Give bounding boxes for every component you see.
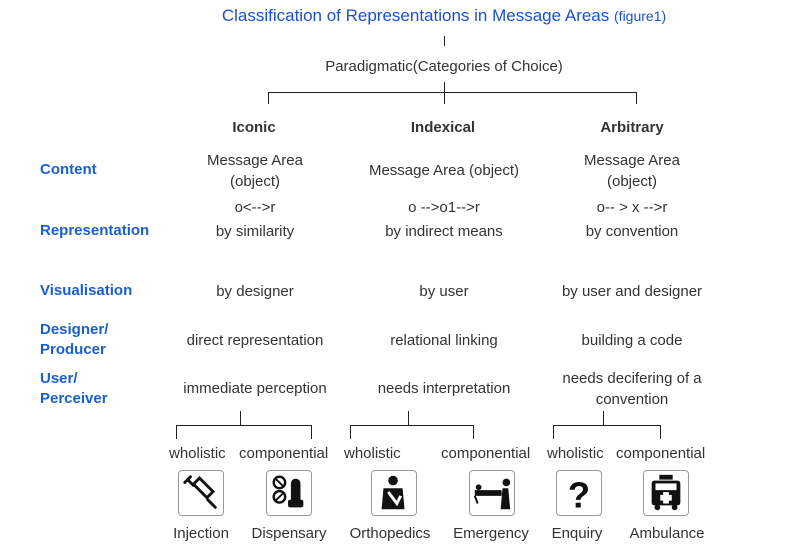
mode-arbitrary-componential: componential <box>616 445 706 462</box>
connector-indexical-drop <box>444 92 445 104</box>
cell-user-arbitrary: needs decifering of a convention <box>547 368 717 410</box>
bracket-indexical-left <box>350 425 351 439</box>
arm-sling-icon <box>371 470 417 516</box>
cell-formula-iconic: o<-->r <box>234 199 276 216</box>
row-label-user: User/ Perceiver <box>40 369 108 409</box>
cell-content-iconic-text: Message Area (object) <box>207 152 303 190</box>
syringe-icon <box>178 470 224 516</box>
mode-indexical-componential: componential <box>441 445 531 462</box>
svg-text:?: ? <box>568 474 590 515</box>
bracket-iconic-bar <box>176 425 312 426</box>
cell-user-indexical: needs interpretation <box>377 380 511 397</box>
question-mark-icon: ? <box>556 470 602 516</box>
icon-label-enquiry: Enquiry <box>551 525 603 542</box>
row-label-representation: Representation <box>40 222 150 239</box>
cell-representation-iconic: by similarity <box>215 223 295 240</box>
stretcher-icon <box>469 470 515 516</box>
cell-designer-iconic: direct representation <box>186 332 324 349</box>
title-text: Classification of Representations in Mes… <box>221 6 610 25</box>
connector-arbitrary-drop <box>636 92 637 104</box>
row-label-content: Content <box>40 161 97 178</box>
cell-content-arbitrary-text: Message Area (object) <box>584 152 680 190</box>
cell-content-iconic: Message Area (object) <box>185 150 325 192</box>
bracket-indexical-bar <box>350 425 474 426</box>
cell-designer-arbitrary: building a code <box>581 332 683 349</box>
bracket-arbitrary-stem <box>603 411 604 425</box>
row-label-visualisation: Visualisation <box>40 282 133 299</box>
cell-formula-indexical: o -->o1-->r <box>408 199 480 216</box>
cell-formula-arbitrary: o-- > x -->r <box>596 199 668 216</box>
connector-title <box>444 36 445 46</box>
connector-iconic-drop <box>268 92 269 104</box>
bracket-arbitrary-bar <box>553 425 661 426</box>
cell-content-arbitrary: Message Area (object) <box>562 150 702 192</box>
title-figure-ref: (figure1) <box>614 8 667 24</box>
bracket-indexical-stem <box>408 411 409 425</box>
mode-iconic-componential: componential <box>239 445 329 462</box>
cell-designer-indexical: relational linking <box>390 332 498 349</box>
cell-visualisation-iconic: by designer <box>216 283 294 300</box>
mode-arbitrary-wholistic: wholistic <box>547 445 604 462</box>
column-indexical: Indexical <box>410 119 476 136</box>
ambulance-icon <box>643 470 689 516</box>
row-label-designer-line2: Producer <box>40 341 106 358</box>
connector-para-bar <box>268 92 636 93</box>
icon-label-orthopedics: Orthopedics <box>349 525 431 542</box>
cell-content-indexical: Message Area (object) <box>368 162 520 179</box>
cell-representation-arbitrary: by convention <box>585 223 679 240</box>
icon-label-dispensary: Dispensary <box>251 525 327 542</box>
cell-user-iconic: immediate perception <box>183 380 327 397</box>
paradigmatic-heading: Paradigmatic(Categories of Choice) <box>325 58 563 75</box>
icon-label-ambulance: Ambulance <box>629 525 705 542</box>
row-label-user-line1: User/ <box>40 370 78 387</box>
cell-visualisation-indexical: by user <box>419 283 469 300</box>
connector-para-stem <box>444 82 445 92</box>
cell-representation-indexical: by indirect means <box>385 223 503 240</box>
bracket-iconic-stem <box>240 411 241 425</box>
bracket-indexical-right <box>473 425 474 439</box>
cell-user-arbitrary-text: needs decifering of a convention <box>562 370 702 408</box>
mode-indexical-wholistic: wholistic <box>344 445 401 462</box>
icon-label-injection: Injection <box>173 525 229 542</box>
mode-iconic-wholistic: wholistic <box>169 445 226 462</box>
cell-visualisation-arbitrary: by user and designer <box>561 283 703 300</box>
diagram-title: Classification of Representations in Mes… <box>0 6 800 26</box>
row-label-user-line2: Perceiver <box>40 390 108 407</box>
bracket-arbitrary-right <box>660 425 661 439</box>
icon-label-emergency: Emergency <box>453 525 529 542</box>
column-arbitrary: Arbitrary <box>600 119 664 136</box>
row-label-designer-line1: Designer/ <box>40 321 109 338</box>
column-iconic: Iconic <box>232 119 276 136</box>
pills-icon <box>266 470 312 516</box>
bracket-arbitrary-left <box>553 425 554 439</box>
bracket-iconic-left <box>176 425 177 439</box>
row-label-designer: Designer/ Producer <box>40 320 108 360</box>
bracket-iconic-right <box>311 425 312 439</box>
